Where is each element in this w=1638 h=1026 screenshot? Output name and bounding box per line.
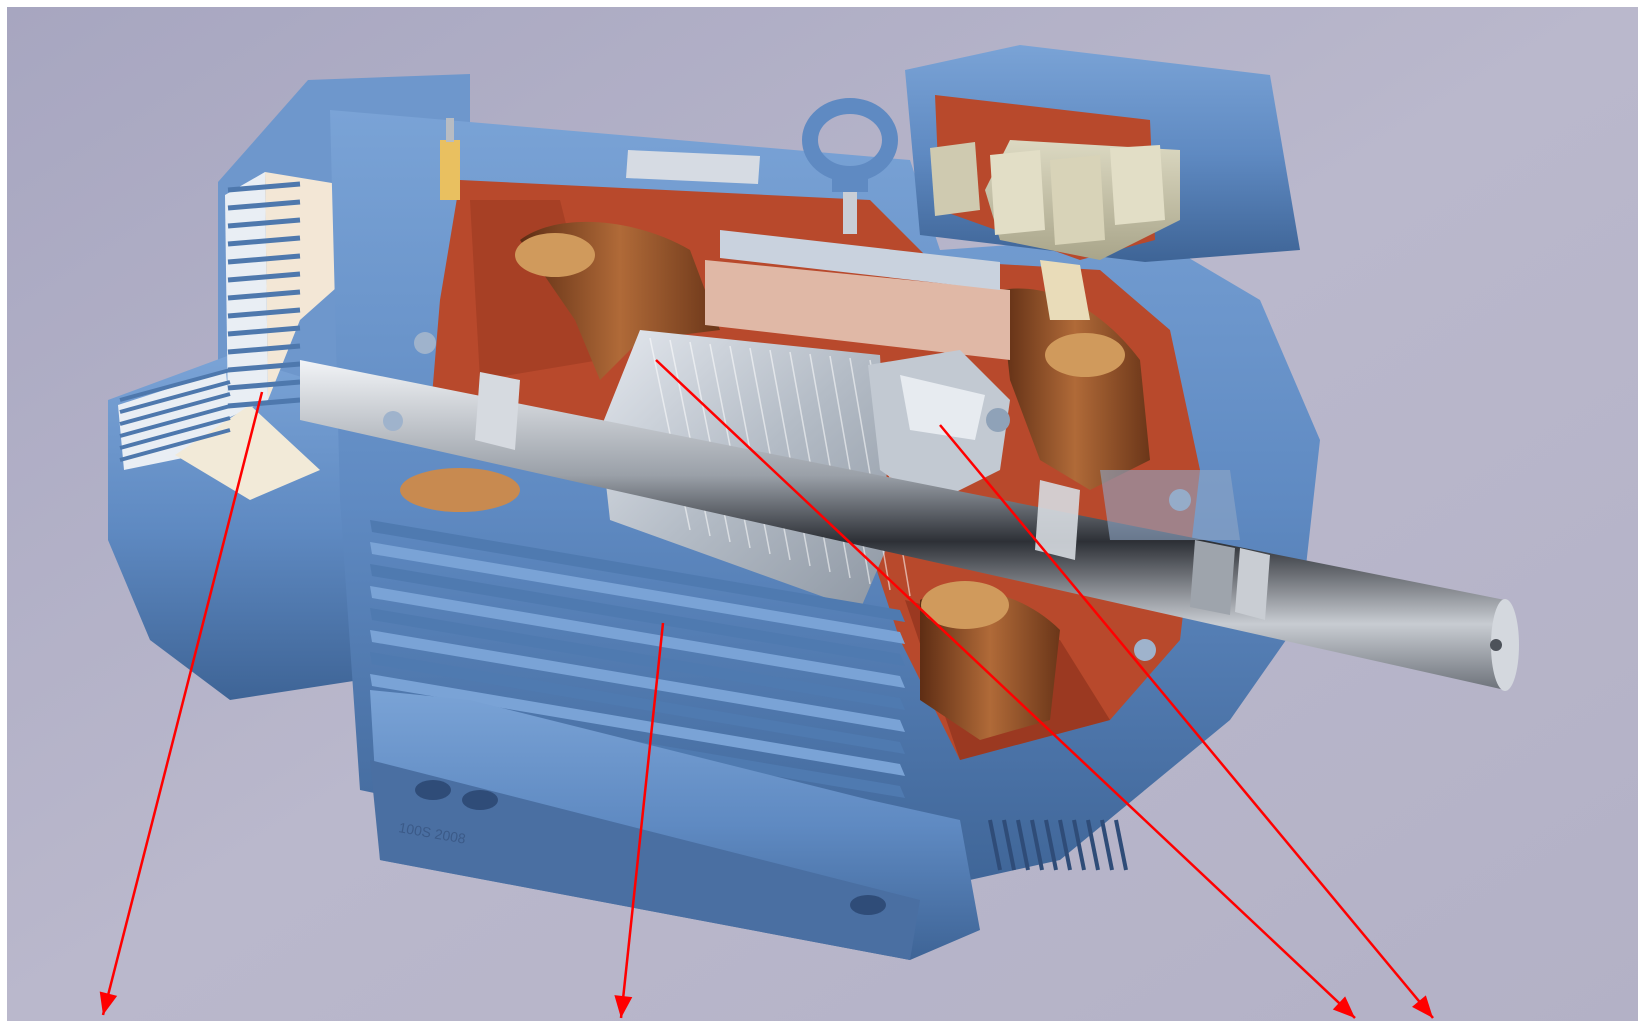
nameplate (626, 150, 760, 184)
drive-end-bracket-ribs (988, 819, 1128, 871)
callout-arrow-fan-cover (99, 391, 264, 1016)
grille-slot (227, 325, 301, 337)
grille-slot (227, 181, 301, 193)
fan-cowl-grille (119, 181, 301, 462)
fin (370, 608, 905, 710)
grille-slot (227, 217, 301, 229)
grille-slot (119, 368, 231, 402)
callout-arrowhead (1412, 995, 1433, 1018)
grille-slot (119, 428, 231, 462)
grille-slot (227, 199, 301, 211)
fin (370, 542, 905, 644)
grille-slot (227, 397, 301, 409)
callout-arrows (99, 359, 1434, 1019)
fin (370, 674, 905, 776)
grille-slot (227, 235, 301, 247)
mounting-feet: 100S 2008 (370, 690, 980, 960)
callout-line (655, 359, 1356, 1019)
rib (988, 819, 1002, 871)
cooling-fins (370, 520, 905, 798)
callout-arrow-stator-frame (614, 622, 665, 1019)
lifting-eye-bolt (802, 98, 898, 234)
grille-slot (227, 343, 301, 355)
callout-line (939, 424, 1434, 1019)
rib (1100, 819, 1114, 871)
fin (370, 652, 905, 754)
grease-nipple (440, 118, 460, 200)
rib (1030, 819, 1044, 871)
grille-slot (119, 404, 231, 438)
rib (1072, 819, 1086, 871)
rib (1016, 819, 1030, 871)
fin (370, 586, 905, 688)
grille-slot (119, 380, 231, 414)
rib (1002, 819, 1016, 871)
callout-line (101, 391, 264, 1016)
rib (1114, 819, 1128, 871)
grille-slot (227, 289, 301, 301)
grille-slot (227, 361, 301, 373)
terminal-box (905, 45, 1300, 320)
rib (1044, 819, 1058, 871)
shaft (300, 360, 1519, 691)
rib (1086, 819, 1100, 871)
rib (1058, 819, 1072, 871)
fin (370, 630, 905, 732)
grille-slot (227, 307, 301, 319)
grille-slot (227, 253, 301, 265)
grille-slot (227, 379, 301, 391)
callout-arrow-rotor-core (655, 359, 1356, 1019)
stator-core (705, 230, 1010, 360)
callout-arrowhead (614, 995, 633, 1018)
stator-windings (400, 221, 1150, 740)
grille-slot (119, 416, 231, 450)
fin (370, 520, 905, 622)
callout-arrowhead (1332, 996, 1355, 1018)
callout-line (619, 622, 665, 1019)
callout-arrowhead (99, 991, 118, 1015)
grille-slot (119, 392, 231, 426)
grille-slot (227, 271, 301, 283)
fin (370, 564, 905, 666)
bearings (383, 332, 1240, 661)
callout-arrow-rotor-end-ring (939, 424, 1434, 1019)
